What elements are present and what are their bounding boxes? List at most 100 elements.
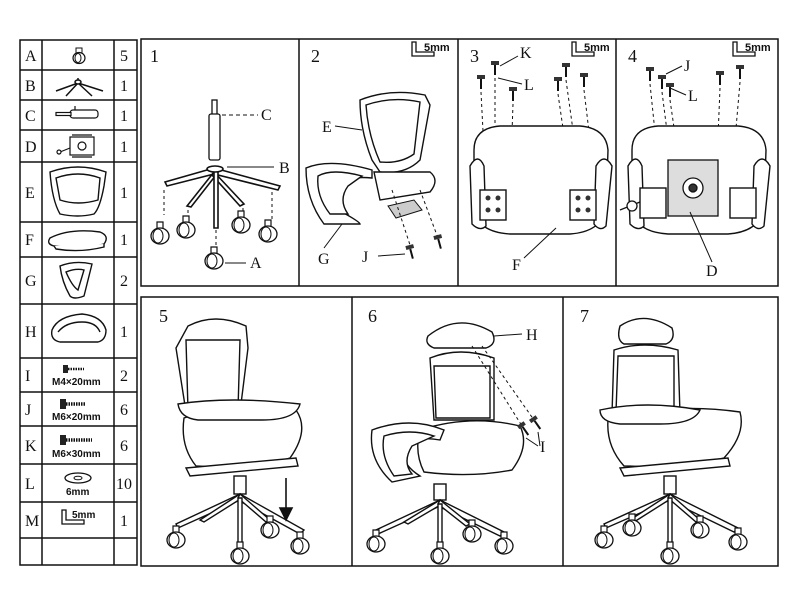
step-number-2: 2: [311, 46, 320, 66]
leader-line: [497, 77, 523, 85]
caster-wheel-icon: [204, 246, 224, 270]
steps-top-frame: [140, 38, 779, 287]
caster-wheel-icon: [430, 541, 450, 565]
caster-wheel-icon: [594, 525, 614, 549]
chair-drawing: [175, 318, 306, 547]
part-letter-g: G: [25, 273, 37, 290]
bolt-icon: [60, 399, 86, 409]
star-base-drawing: [163, 165, 282, 229]
screw-icon: [528, 414, 545, 433]
step-number-7: 7: [580, 306, 589, 326]
step-number-4: 4: [628, 46, 637, 66]
bolt-icon: [665, 82, 675, 98]
step-4-panel: 4 5mm J L: [619, 41, 771, 280]
bolt-icon: [579, 72, 589, 88]
part-letter-a: A: [25, 48, 37, 65]
part-qty-h: 1: [120, 324, 128, 341]
part-letter-f: F: [25, 232, 34, 249]
bolt-icon: [432, 233, 446, 251]
press-down-arrow-icon: [278, 478, 294, 522]
bolt-icon: [735, 64, 745, 80]
gas-lift-icon: [55, 106, 99, 119]
screw-dashes: [471, 345, 535, 427]
part-caption-k: M6×30mm: [52, 449, 101, 460]
part-qty-l: 10: [116, 476, 132, 493]
step3-label-k: K: [520, 45, 532, 62]
step-2-panel: 2 5mm E G J: [305, 41, 450, 268]
part-qty-k: 6: [120, 438, 128, 455]
step-1-panel: 1 C B A: [150, 46, 290, 272]
caster-wheel-icon: [166, 525, 186, 549]
step-6-panel: 6 H: [366, 306, 545, 565]
leader-line: [525, 437, 539, 447]
step-number-3: 3: [470, 46, 479, 66]
bolt-dashes: [391, 189, 439, 246]
part-letter-d: D: [25, 139, 37, 156]
bolt-icon: [645, 66, 655, 82]
caster-wheel-icon: [72, 47, 86, 65]
bolt-icon: [404, 243, 418, 261]
part-letter-l: L: [25, 476, 35, 493]
step-number-5: 5: [159, 306, 168, 326]
part-letter-h: H: [25, 324, 37, 341]
caster-wheel-icon: [258, 219, 278, 243]
bolt-icon: [561, 62, 571, 78]
leader-line: [665, 65, 683, 75]
step-5-panel: 5: [159, 306, 310, 565]
steps-bottom-frame: [140, 296, 779, 567]
part-letter-m: M: [25, 513, 39, 530]
tilt-mechanism-drawing: [619, 159, 719, 217]
part-qty-a: 5: [120, 48, 128, 65]
step4-label-j: J: [684, 58, 690, 75]
step2-label-j: J: [362, 249, 368, 266]
part-qty-m: 1: [120, 513, 128, 530]
step-number-6: 6: [368, 306, 377, 326]
step2-tool-size: 5mm: [424, 42, 450, 54]
armrest-icon: [59, 261, 93, 299]
part-qty-g: 2: [120, 273, 128, 290]
part-letter-b: B: [25, 78, 36, 95]
caster-wheel-icon: [150, 221, 170, 245]
step3-tool-size: 5mm: [584, 42, 610, 54]
seat-underside-drawing: [469, 125, 613, 235]
step1-label-c: C: [261, 107, 272, 124]
parts-table: [19, 39, 138, 566]
step1-label-b: B: [279, 160, 290, 177]
step-7-panel: 7: [580, 306, 748, 565]
bolt-icon: [508, 86, 518, 102]
leader-line: [334, 125, 363, 131]
caster-wheel-icon: [660, 541, 680, 565]
washer-icon: [64, 472, 92, 484]
part-qty-f: 1: [120, 232, 128, 249]
finished-chair-drawing: [599, 317, 742, 547]
part-qty-j: 6: [120, 402, 128, 419]
bolt-icon: [476, 74, 486, 90]
chair-drawing: [370, 351, 525, 549]
step-3-panel: 3 5mm K L: [469, 41, 613, 274]
part-letter-j: J: [25, 402, 31, 419]
part-letter-c: C: [25, 108, 36, 125]
part-quantities: 5 1 1 1 1 1 2 1 2 6 6 10 1: [116, 48, 132, 530]
leader-line: [493, 333, 523, 337]
part-qty-i: 2: [120, 368, 128, 385]
step6-label-i: I: [540, 439, 545, 456]
seat-armrest-drawing: [305, 162, 436, 225]
leader-line: [669, 87, 687, 96]
step2-label-e: E: [322, 119, 332, 136]
star-base-icon: [55, 78, 104, 97]
tilt-mechanism-icon: [56, 134, 95, 158]
seat-cushion-icon: [47, 230, 107, 252]
backrest-icon: [49, 166, 107, 217]
part-caption-i: M4×20mm: [52, 377, 101, 388]
leader-line: [523, 227, 557, 259]
part-letter-k: K: [25, 438, 37, 455]
mount-holes: [485, 195, 591, 213]
step2-label-g: G: [318, 251, 330, 268]
caster-wheel-icon: [366, 529, 386, 553]
leader-line: [689, 211, 713, 263]
part-letter-e: E: [25, 185, 35, 202]
bolt-icon: [657, 74, 667, 90]
bolt-icon: [60, 435, 92, 445]
headrest-icon: [50, 313, 107, 343]
